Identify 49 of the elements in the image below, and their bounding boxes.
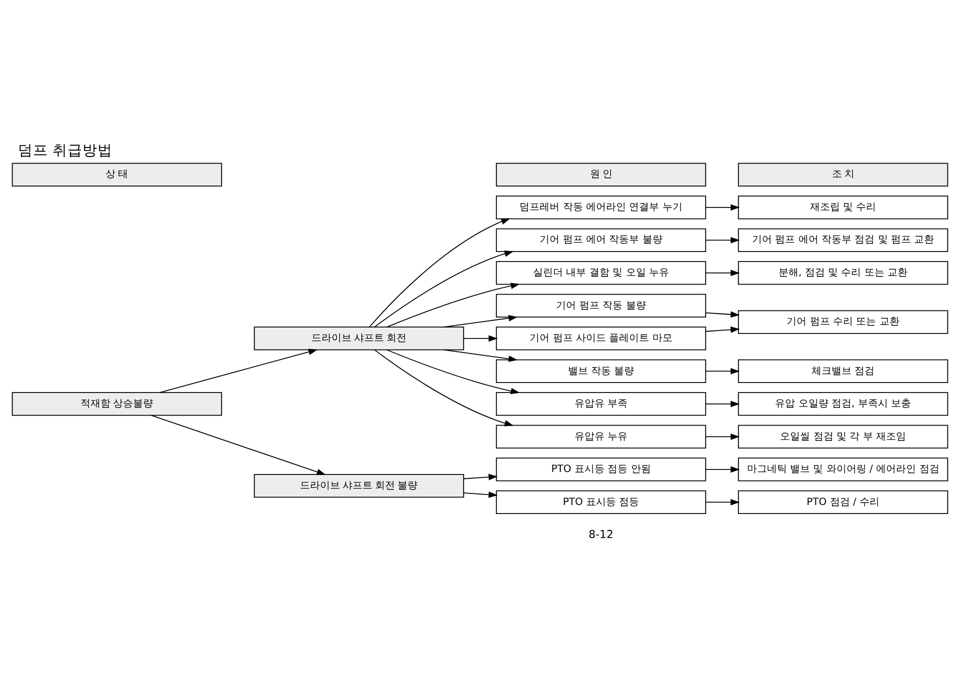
node-box: 드라이브 샤프트 회전 불량: [254, 474, 464, 498]
arrow: [150, 414, 326, 474]
arrow: [705, 368, 740, 374]
arrow: [705, 236, 740, 243]
node-box: 상 태: [12, 162, 222, 186]
arrow: [159, 348, 318, 392]
node-box: 기어 펌프 작동 불량: [496, 293, 706, 318]
arrow: [463, 334, 498, 342]
node-box: 유압유 누유: [496, 424, 706, 448]
arrow: [374, 348, 514, 426]
node-box: 기어 펌프 에어 작동부 점검 및 펌프 교환: [738, 228, 948, 252]
node-box: 재조립 및 수리: [738, 195, 948, 219]
arrow: [705, 310, 740, 318]
arrow: [705, 204, 740, 210]
arrow: [369, 218, 510, 327]
node-box: 오일씰 점검 및 각 부 재조임: [738, 424, 948, 448]
arrow: [443, 314, 518, 327]
node-box: 분해, 점검 및 수리 또는 교환: [738, 260, 948, 284]
node-box: 조 치: [738, 162, 948, 186]
node-box: 마그네틱 밸브 및 와이어링 / 에어라인 점검: [738, 457, 948, 481]
arrow: [386, 348, 520, 394]
node-box: 실린더 내부 결함 및 오일 누유: [496, 260, 706, 284]
arrow: [705, 400, 740, 407]
arrow: [386, 282, 520, 327]
node-box: 덤프레버 작동 에어라인 연결부 누기: [496, 195, 706, 219]
node-box: 기어 펌프 수리 또는 교환: [738, 310, 948, 334]
node-box: 원 인: [496, 162, 706, 186]
node-box: PTO 표시등 점등 안됨: [496, 457, 706, 481]
arrow: [705, 498, 740, 505]
node-box: 기어 펌프 사이드 플레이트 마모: [496, 326, 706, 350]
node-box: PTO 표시등 점등: [496, 490, 706, 514]
arrow: [705, 466, 740, 472]
node-box: 밸브 작동 불량: [496, 358, 706, 383]
arrow: [463, 473, 498, 480]
arrow: [374, 250, 514, 328]
node-box: 기어 펌프 에어 작동부 불량: [496, 228, 706, 252]
arrow: [463, 490, 498, 498]
arrow: [705, 433, 740, 440]
arrow: [443, 348, 518, 362]
node-box: 체크밸브 점검: [738, 358, 948, 383]
arrow: [705, 326, 740, 332]
node-box: PTO 점검 / 수리: [738, 490, 948, 514]
label: 8-12: [588, 527, 614, 540]
node-box: 드라이브 샤프트 회전: [254, 326, 464, 350]
arrow: [705, 269, 740, 276]
diagram-title: 덤프 취급방법: [18, 141, 112, 158]
node-box: 적재함 상승불량: [12, 392, 222, 416]
node-box: 유압유 부족: [496, 392, 706, 416]
node-box: 유압 오일량 점검, 부족시 보충: [738, 392, 948, 416]
